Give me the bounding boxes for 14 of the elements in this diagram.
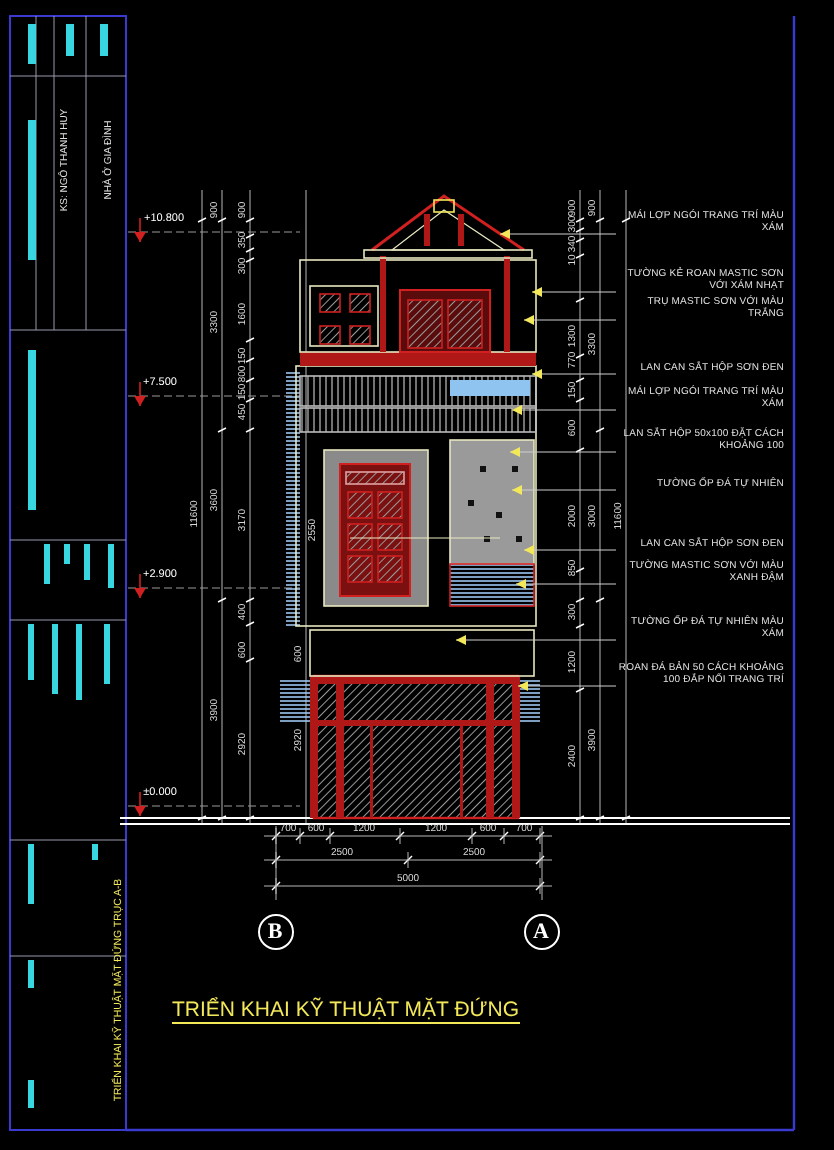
leader-line (523, 315, 617, 325)
drawing-title: TRIỂN KHAI KỸ THUẬT MẶT ĐỨNG (172, 998, 519, 1024)
leader-line (523, 545, 617, 555)
axis-bubble: A (523, 913, 559, 949)
leader-line (455, 635, 617, 645)
axis-bubble: B (257, 913, 293, 949)
leader-line (531, 369, 617, 379)
leader-line (531, 287, 617, 297)
leader-line (517, 681, 617, 691)
leader-line (509, 447, 617, 457)
leader-line (515, 579, 617, 589)
leader-line (499, 229, 617, 239)
leader-line (511, 485, 617, 495)
leader-line (511, 405, 617, 415)
